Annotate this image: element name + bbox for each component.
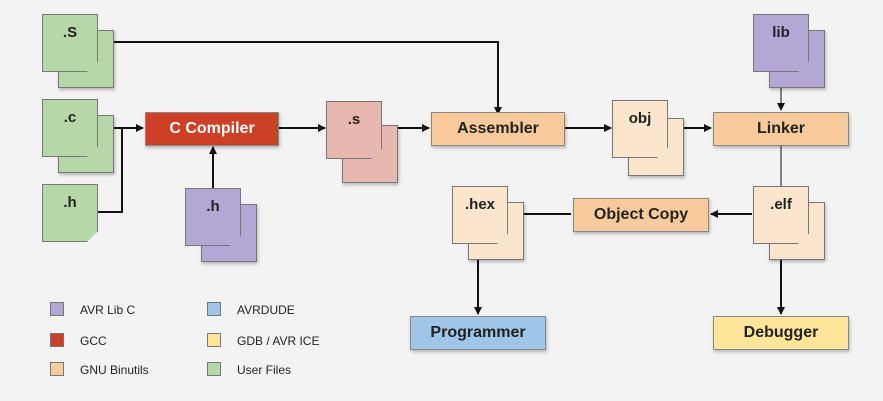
c-compiler-box: C Compiler [145,112,279,146]
legend-swatch [50,362,64,376]
linker-box: Linker [713,112,849,146]
file-s-intermediate-label: .s [326,101,382,159]
debugger-box: Debugger [713,316,849,350]
file-obj-label: obj [612,100,668,158]
file-c-label: .c [42,99,98,157]
assembler-box: Assembler [431,112,565,146]
legend-label: GCC [80,334,107,348]
file-elf-label: .elf [753,186,809,244]
legend-label: User Files [237,363,292,377]
programmer-box: Programmer [410,316,546,350]
legend-swatch [50,302,64,316]
legend-label: GNU Binutils [80,363,149,377]
file-h-user-label: .h [42,184,98,242]
line-h-to-compiler [96,128,123,213]
arrow-S-to-assembler [112,41,502,115]
legend-label: AVRDUDE [237,303,295,317]
file-lib-label: lib [753,14,809,72]
file-hex-label: .hex [452,186,508,244]
file-S-label: .S [42,14,98,72]
legend-swatch [207,302,221,316]
legend-swatch [50,333,64,347]
legend-swatch [207,333,221,347]
object-copy-box: Object Copy [573,198,709,232]
file-h-libc-label: .h [185,188,241,246]
legend-label: AVR Lib C [80,303,136,317]
legend-label: GDB / AVR ICE [237,334,320,348]
legend-swatch [207,362,221,376]
